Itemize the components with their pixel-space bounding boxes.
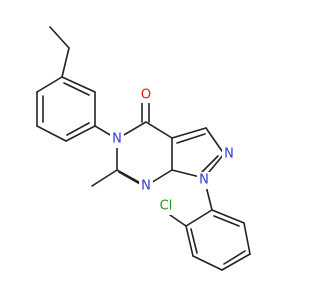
pyrimidine-nitrogen-label: N	[141, 179, 151, 194]
pyrazole-ring	[171, 127, 225, 179]
ethylphenyl-ring	[36, 76, 96, 142]
n5-nitrogen-label: N	[112, 132, 122, 147]
pyrazole-nitrogen-label: N	[224, 147, 234, 162]
oxygen-atom-label: O	[141, 88, 151, 103]
atom-labels: O N N N N Cl	[110, 86, 236, 215]
chlorophenyl-ring	[185, 209, 251, 271]
bond-c-cl	[169, 214, 187, 227]
molecule-structure: O N N N N Cl	[36, 26, 251, 271]
chlorine-atom-label: Cl	[160, 199, 173, 214]
ethyl-group	[49, 26, 70, 78]
pyrimidinone-ring	[116, 121, 173, 187]
n1-nitrogen-label: N	[199, 173, 209, 188]
methyl-bond	[91, 169, 118, 187]
molecule-canvas: O N N N N Cl	[36, 26, 251, 271]
carbonyl-bond	[141, 102, 150, 123]
